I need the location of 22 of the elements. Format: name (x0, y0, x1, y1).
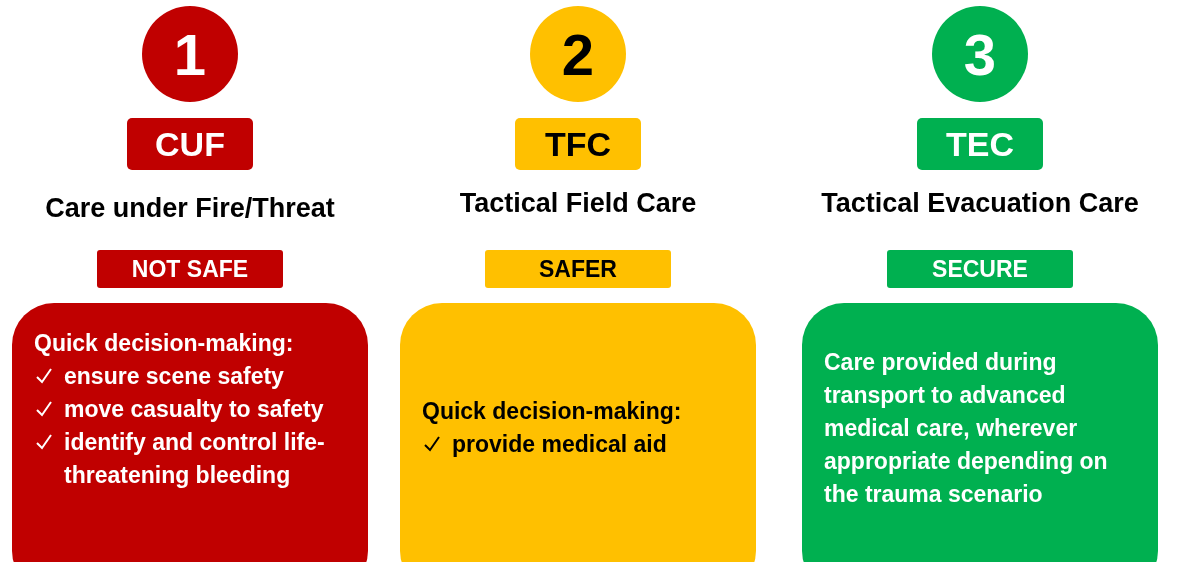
phase-title: Care under Fire/Threat (44, 193, 336, 224)
description-panel (12, 303, 368, 562)
description-panel (802, 303, 1158, 562)
phase-tag: CUF (127, 118, 253, 170)
status-tag: SAFER (485, 250, 671, 288)
phase-title: Tactical Field Care (458, 188, 698, 219)
description-panel (400, 303, 756, 562)
phase-title: Tactical Evacuation Care (820, 188, 1140, 219)
panel-heading: Quick decision-making: (34, 329, 295, 358)
bullet-text: move casualty to safety (64, 395, 324, 424)
step-number-circle: 3 (932, 6, 1028, 102)
step-number-circle: 1 (142, 6, 238, 102)
step-number-circle: 2 (530, 6, 626, 102)
phase-tag: TFC (515, 118, 641, 170)
bullet-text: identify and control life-threatening bleeding (64, 428, 326, 490)
panel-heading: Quick decision-making: (422, 397, 683, 426)
description-text: Care provided during transport to advanced medical care, wherever appropriate depending on the trauma scenario (824, 347, 1109, 509)
phase-tag: TEC (917, 118, 1043, 170)
bullet-text: ensure scene safety (64, 362, 284, 391)
status-tag: NOT SAFE (97, 250, 283, 288)
status-tag: SECURE (887, 250, 1073, 288)
bullet-text: provide medical aid (452, 430, 667, 459)
